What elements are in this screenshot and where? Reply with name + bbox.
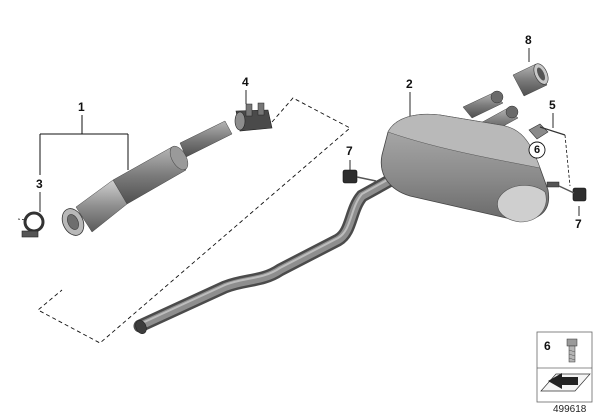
arrow-symbol-icon xyxy=(540,373,591,392)
bolt-icon xyxy=(566,338,578,363)
callout-2: 2 xyxy=(406,77,413,91)
legend-box xyxy=(536,331,593,403)
callout-1: 1 xyxy=(78,100,85,114)
tailpipe-tip xyxy=(512,63,549,97)
diagram-id: 499618 xyxy=(553,404,587,415)
callout-6-circle xyxy=(528,141,546,159)
callout-7-left: 7 xyxy=(346,144,353,158)
legend-bolt-number: 6 xyxy=(544,339,551,353)
front-pipe-catalytic-converter xyxy=(61,120,233,236)
rubber-mount-right xyxy=(558,185,587,202)
callout-5: 5 xyxy=(549,98,556,112)
rubber-mount-left xyxy=(342,169,377,184)
callout-6: 6 xyxy=(534,144,541,156)
callout-1-bracket xyxy=(39,115,129,175)
callout-7-right: 7 xyxy=(575,217,582,231)
flange-clamp xyxy=(17,211,45,238)
leader-lines xyxy=(39,48,580,216)
callout-8: 8 xyxy=(525,33,532,47)
pipe-clamp xyxy=(234,102,273,132)
callout-4: 4 xyxy=(242,75,249,89)
rear-muffler xyxy=(380,90,560,223)
dashed-assembly-frame xyxy=(37,97,351,344)
rear-center-pipe xyxy=(133,169,405,334)
callout-3: 3 xyxy=(36,177,43,191)
exhaust-bracket xyxy=(528,123,571,187)
